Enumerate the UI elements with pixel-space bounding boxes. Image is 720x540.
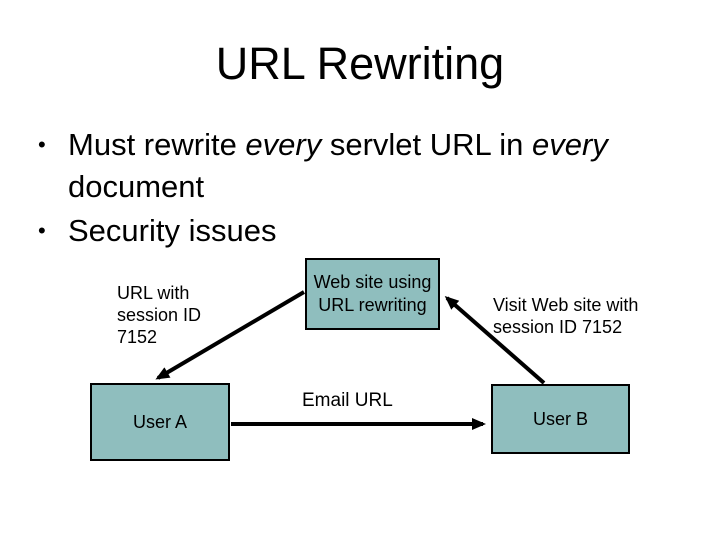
user-a-box: User A: [90, 383, 230, 461]
slide-title: URL Rewriting: [215, 38, 505, 89]
bullet-text-segment: document: [68, 169, 205, 204]
website-box: Web site using URL rewriting: [305, 258, 440, 330]
bullet-item-rewrite: • Must rewrite every servlet URL in ever…: [30, 124, 662, 208]
arrow-website-to-user-a: [155, 290, 306, 380]
arrow-user-b-to-website: [444, 296, 546, 385]
bullet-text: Must rewrite every servlet URL in every …: [68, 124, 662, 208]
bullet-item-security: • Security issues: [30, 210, 662, 252]
label-url-with-session-id: URL with session ID 7152: [117, 283, 202, 347]
bullet-text: Security issues: [68, 213, 277, 248]
bullet-dot-icon: •: [38, 218, 46, 243]
bullet-text-segment-italic: every: [245, 127, 322, 162]
bullet-text-segment: Must rewrite: [68, 127, 246, 162]
bullet-text-segment-italic: every: [531, 127, 608, 162]
bullet-text-segment: servlet URL in: [321, 127, 532, 162]
user-b-box: User B: [491, 384, 630, 454]
bullet-list: • Must rewrite every servlet URL in ever…: [30, 124, 662, 252]
label-email-url: Email URL: [302, 390, 393, 411]
label-visit-web-site: Visit Web site with session ID 7152: [493, 295, 639, 337]
bullet-dot-icon: •: [38, 132, 46, 157]
